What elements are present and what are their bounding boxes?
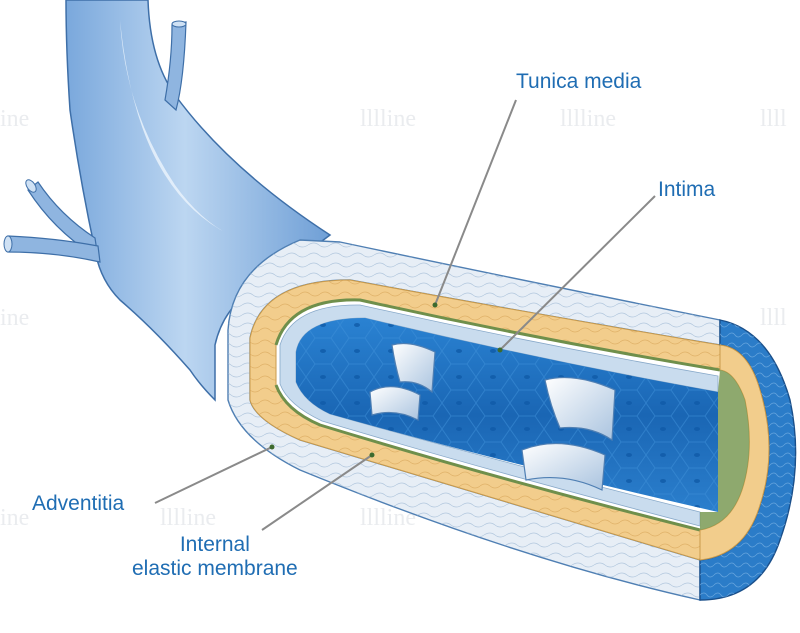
svg-text:ine: ine [0,305,29,331]
svg-text:llll: llll [760,106,787,132]
svg-text:lllline: lllline [360,106,416,132]
internal-elastic-membrane [274,298,721,532]
label-tunica-media: Tunica media [516,70,642,93]
label-intima: Intima [658,178,716,201]
label-internal-elastic-membrane-line1: Internal [179,533,250,556]
svg-text:llll: llll [760,305,787,331]
valve-leaflet-icon [369,342,436,421]
label-adventitia: Adventitia [32,492,125,515]
svg-text:ine: ine [0,106,29,132]
leader-lines [154,99,656,531]
label-internal-elastic-membrane: Internal elastic membrane [132,533,298,581]
vessel-body [3,0,332,402]
leader-line-tunica-media [434,99,517,306]
valve-leaflet-icon [521,376,616,491]
leader-line-intima [499,195,656,351]
svg-text:lllline: lllline [560,106,616,132]
label-internal-elastic-membrane-line2: elastic membrane [132,557,298,580]
svg-text:lllline: lllline [160,505,216,531]
leader-line-internal-elastic-membrane [261,454,373,531]
leader-line-adventitia [154,446,273,504]
vessel-cutaway [227,239,797,601]
svg-text:ine: ine [0,505,29,531]
